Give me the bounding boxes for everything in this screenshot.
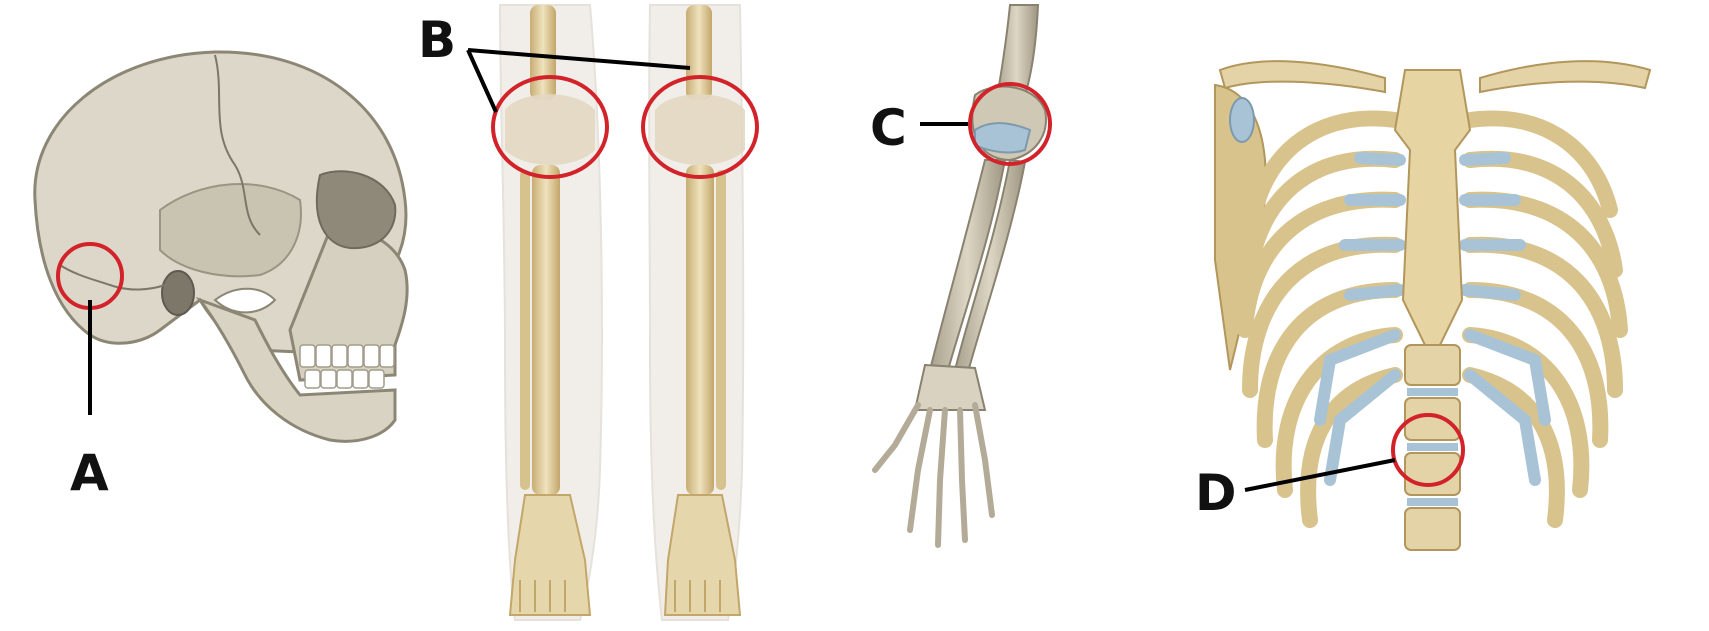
label-d: D <box>1195 464 1237 522</box>
ribcage-illustration <box>1215 61 1650 550</box>
label-c: C <box>870 99 907 157</box>
label-a: A <box>70 444 109 502</box>
legs-illustration <box>500 5 745 620</box>
vertebral-column <box>1405 345 1460 550</box>
leader-line-b-left <box>468 50 496 112</box>
label-b: B <box>418 11 456 69</box>
leader-line-d <box>1245 460 1395 490</box>
